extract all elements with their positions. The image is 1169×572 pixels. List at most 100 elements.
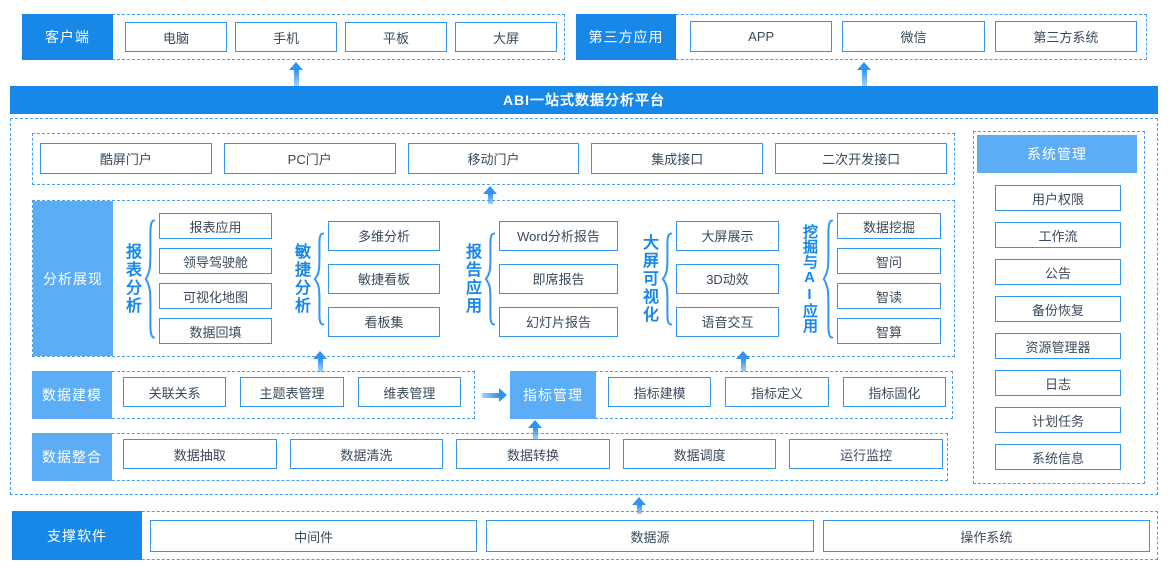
third-party-items: APP 微信 第三方系统 bbox=[690, 21, 1137, 52]
group-items: 大屏展示 3D动效 语音交互 bbox=[676, 220, 779, 337]
right-arrow-icon bbox=[482, 387, 507, 403]
up-arrow-icon bbox=[482, 186, 498, 204]
portal-box: 二次开发接口 bbox=[775, 143, 947, 174]
integration-label: 数据整合 bbox=[32, 433, 112, 481]
system-box: 工作流 bbox=[995, 222, 1121, 248]
support-box: 操作系统 bbox=[822, 520, 1150, 552]
brace-icon bbox=[484, 231, 496, 326]
portal-box: 酷屏门户 bbox=[40, 143, 212, 174]
system-box: 系统信息 bbox=[995, 444, 1121, 470]
system-box: 用户权限 bbox=[995, 185, 1121, 211]
group-items: Word分析报告 即席报告 幻灯片报告 bbox=[499, 220, 618, 337]
modeling-box: 关联关系 bbox=[123, 377, 227, 407]
up-arrow-icon bbox=[527, 420, 543, 440]
client-box: 电脑 bbox=[125, 22, 227, 52]
modeling-items: 关联关系 主题表管理 维表管理 bbox=[123, 377, 461, 407]
system-box: 备份恢复 bbox=[995, 296, 1121, 322]
portal-items: 酷屏门户 PC门户 移动门户 集成接口 二次开发接口 bbox=[40, 143, 947, 174]
analysis-box: 智问 bbox=[837, 248, 941, 274]
analysis-group: 敏捷分析 多维分析 敏捷看板 看板集 bbox=[290, 205, 440, 352]
system-box: 计划任务 bbox=[995, 407, 1121, 433]
clients-items: 电脑 手机 平板 大屏 bbox=[125, 22, 557, 52]
integration-box: 数据调度 bbox=[622, 439, 777, 469]
integration-box: 运行监控 bbox=[789, 439, 943, 469]
system-label: 系统管理 bbox=[977, 135, 1137, 173]
analysis-box: 看板集 bbox=[328, 306, 440, 337]
brace-icon bbox=[144, 218, 156, 339]
support-items: 中间件 数据源 操作系统 bbox=[150, 520, 1150, 552]
modeling-box: 主题表管理 bbox=[240, 377, 344, 407]
up-arrow-icon bbox=[856, 62, 872, 86]
up-arrow-icon bbox=[312, 351, 328, 372]
analysis-box: 敏捷看板 bbox=[328, 263, 440, 294]
group-label: 敏捷分析 bbox=[292, 242, 309, 315]
metrics-box: 指标建模 bbox=[608, 377, 712, 407]
analysis-box: 数据挖掘 bbox=[837, 213, 941, 239]
analysis-group: 大屏可视化 大屏展示 3D动效 语音交互 bbox=[638, 205, 779, 352]
up-arrow-icon bbox=[288, 62, 304, 86]
modeling-box: 维表管理 bbox=[357, 377, 461, 407]
portal-box: 移动门户 bbox=[407, 143, 580, 174]
analysis-box: 语音交互 bbox=[676, 306, 779, 337]
analysis-box: 数据回填 bbox=[159, 318, 272, 344]
clients-label: 客户端 bbox=[22, 14, 113, 60]
metrics-box: 指标固化 bbox=[842, 377, 946, 407]
integration-box: 数据清洗 bbox=[289, 439, 444, 469]
integration-box: 数据转换 bbox=[456, 439, 610, 469]
modeling-label: 数据建模 bbox=[32, 371, 112, 419]
integration-items: 数据抽取 数据清洗 数据转换 数据调度 运行监控 bbox=[123, 439, 943, 469]
metrics-items: 指标建模 指标定义 指标固化 bbox=[608, 377, 946, 407]
group-label: 报告应用 bbox=[463, 242, 480, 315]
analysis-label: 分析展现 bbox=[33, 201, 113, 356]
client-box: 平板 bbox=[345, 22, 447, 52]
analysis-container bbox=[32, 200, 955, 357]
third-party-label: 第三方应用 bbox=[576, 14, 676, 60]
system-box: 日志 bbox=[995, 370, 1121, 396]
support-box: 数据源 bbox=[486, 520, 814, 552]
metrics-label: 指标管理 bbox=[510, 371, 596, 419]
up-arrow-icon bbox=[631, 497, 647, 514]
client-box: 大屏 bbox=[455, 22, 557, 52]
brace-icon bbox=[822, 218, 834, 339]
analysis-group: 报表分析 报表应用 领导驾驶舱 可视化地图 数据回填 bbox=[121, 205, 272, 352]
system-container bbox=[973, 131, 1145, 484]
analysis-box: 报表应用 bbox=[159, 213, 272, 239]
analysis-box: 多维分析 bbox=[328, 220, 440, 251]
third-party-box: 第三方系统 bbox=[994, 21, 1137, 52]
analysis-box: 大屏展示 bbox=[676, 220, 779, 251]
brace-icon bbox=[313, 231, 325, 326]
third-party-box: 微信 bbox=[842, 21, 985, 52]
analysis-box: 3D动效 bbox=[676, 263, 779, 294]
group-label: 报表分析 bbox=[123, 242, 140, 315]
group-label: 大屏可视化 bbox=[640, 233, 657, 324]
analysis-box: 可视化地图 bbox=[159, 283, 272, 309]
group-items: 数据挖掘 智问 智读 智算 bbox=[837, 213, 941, 344]
system-box: 资源管理器 bbox=[995, 333, 1121, 359]
analysis-box: Word分析报告 bbox=[499, 220, 618, 251]
group-items: 报表应用 领导驾驶舱 可视化地图 数据回填 bbox=[159, 213, 272, 344]
analysis-box: 幻灯片报告 bbox=[499, 306, 618, 337]
brace-icon bbox=[661, 231, 673, 326]
support-box: 中间件 bbox=[150, 520, 478, 552]
portal-box: 集成接口 bbox=[591, 143, 764, 174]
metrics-box: 指标定义 bbox=[725, 377, 829, 407]
portal-box: PC门户 bbox=[223, 143, 396, 174]
integration-box: 数据抽取 bbox=[123, 439, 277, 469]
support-label: 支撑软件 bbox=[12, 511, 142, 560]
analysis-box: 智算 bbox=[837, 318, 941, 344]
analysis-group: 挖掘与AI应用 数据挖掘 智问 智读 智算 bbox=[799, 205, 941, 352]
analysis-group: 报告应用 Word分析报告 即席报告 幻灯片报告 bbox=[461, 205, 618, 352]
group-items: 多维分析 敏捷看板 看板集 bbox=[328, 220, 440, 337]
system-items: 用户权限 工作流 公告 备份恢复 资源管理器 日志 计划任务 系统信息 bbox=[995, 185, 1121, 470]
platform-container bbox=[10, 118, 1158, 495]
analysis-box: 领导驾驶舱 bbox=[159, 248, 272, 274]
platform-banner: ABI一站式数据分析平台 bbox=[10, 86, 1158, 114]
third-party-box: APP bbox=[690, 21, 833, 52]
client-box: 手机 bbox=[235, 22, 337, 52]
analysis-box: 智读 bbox=[837, 283, 941, 309]
analysis-box: 即席报告 bbox=[499, 263, 618, 294]
group-label: 挖掘与AI应用 bbox=[801, 224, 818, 333]
portal-container bbox=[32, 133, 955, 185]
system-box: 公告 bbox=[995, 259, 1121, 285]
